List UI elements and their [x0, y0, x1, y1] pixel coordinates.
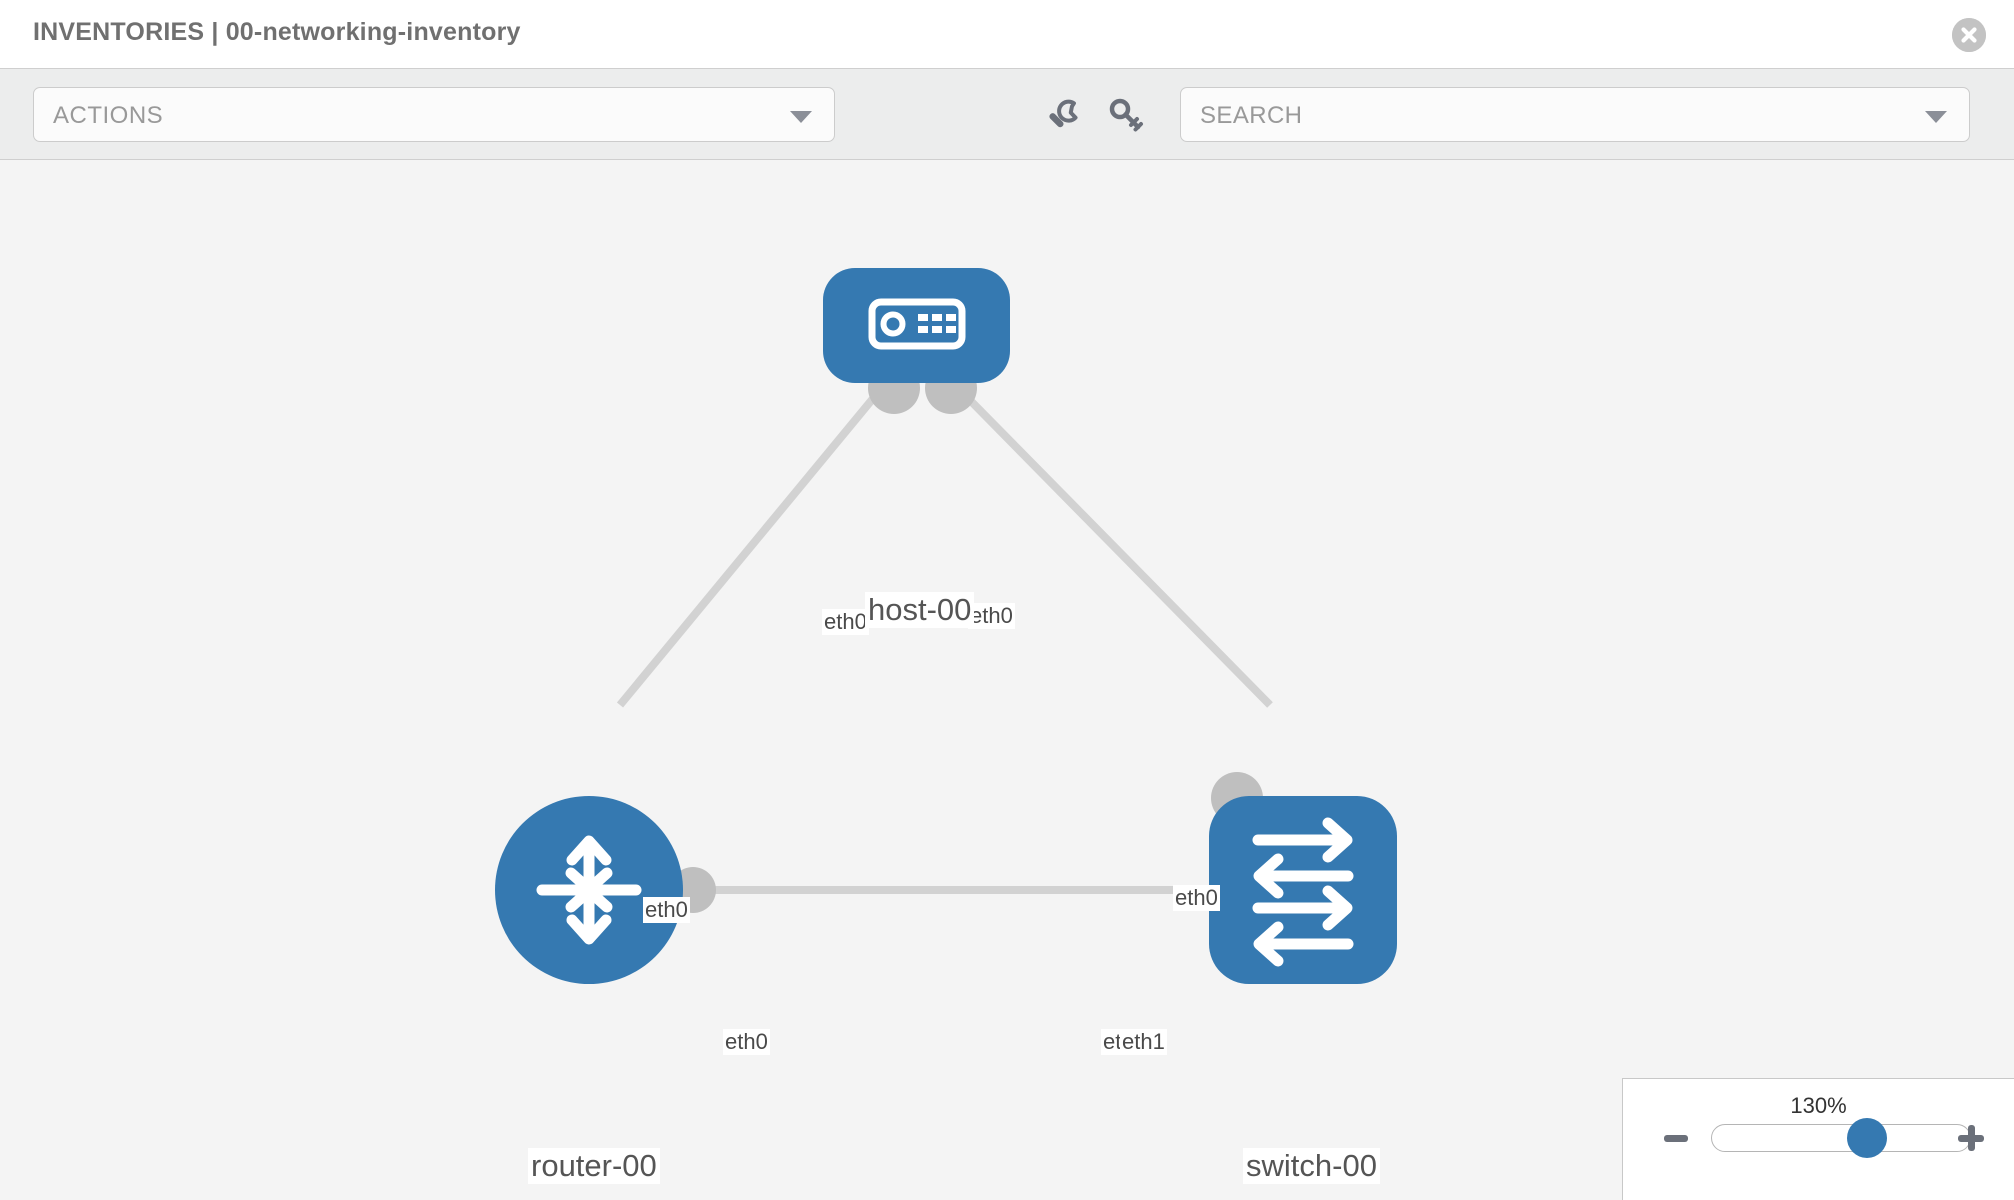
search-input[interactable]: SEARCH — [1180, 87, 1970, 142]
topology-links — [616, 387, 1273, 894]
page-header: INVENTORIES | 00-networking-inventory — [0, 0, 2014, 68]
link-label-host-right: eth0 — [968, 603, 1015, 629]
router-arrows-icon — [536, 835, 642, 945]
chevron-down-icon — [1925, 111, 1947, 123]
node-switch-00-shape[interactable] — [1209, 796, 1397, 984]
wrench-icon[interactable] — [1040, 93, 1082, 135]
zoom-slider-track[interactable] — [1711, 1124, 1971, 1152]
link-label-switch-left: eth1 — [1120, 1029, 1167, 1055]
zoom-level-value: 130% — [1790, 1093, 1847, 1118]
zoom-in-button[interactable] — [1958, 1125, 1984, 1151]
link-host-router[interactable] — [616, 387, 884, 708]
node-label-router-00: router-00 — [528, 1148, 660, 1184]
zoom-control-panel: 130% — [1622, 1078, 2014, 1200]
node-host-00[interactable] — [823, 268, 1010, 383]
node-router-00[interactable] — [495, 796, 683, 984]
actions-dropdown-label: ACTIONS — [53, 102, 164, 129]
chevron-down-icon — [790, 111, 812, 123]
actions-dropdown[interactable]: ACTIONS — [33, 87, 835, 142]
topology-canvas[interactable]: eth0 eth0 eth0 eth0 eth0 eth eth1 host-0… — [0, 160, 2014, 1200]
node-host-00-shape[interactable] — [823, 268, 1010, 383]
link-label-router-right: eth0 — [723, 1029, 770, 1055]
server-icon — [868, 298, 966, 350]
link-label-host-left: eth0 — [822, 609, 869, 635]
node-label-switch-00: switch-00 — [1243, 1148, 1380, 1184]
search-placeholder: SEARCH — [1200, 102, 1303, 129]
node-label-host-00: host-00 — [865, 592, 975, 628]
key-icon[interactable] — [1105, 93, 1147, 135]
link-label-router-up: eth0 — [643, 897, 690, 923]
topology-connectors — [670, 362, 1263, 913]
page-title: INVENTORIES | 00-networking-inventory — [33, 18, 521, 46]
zoom-slider-handle[interactable] — [1847, 1118, 1888, 1158]
topology-graph — [495, 268, 1397, 984]
close-icon[interactable] — [1952, 18, 1986, 52]
zoom-out-button[interactable] — [1664, 1135, 1688, 1142]
switch-arrows-icon — [1252, 817, 1354, 967]
link-host-switch[interactable] — [957, 387, 1273, 708]
node-switch-00[interactable] — [1209, 796, 1397, 984]
link-label-switch-up: eth0 — [1173, 885, 1220, 911]
toolbar: ACTIONS SEARCH — [0, 68, 2014, 160]
